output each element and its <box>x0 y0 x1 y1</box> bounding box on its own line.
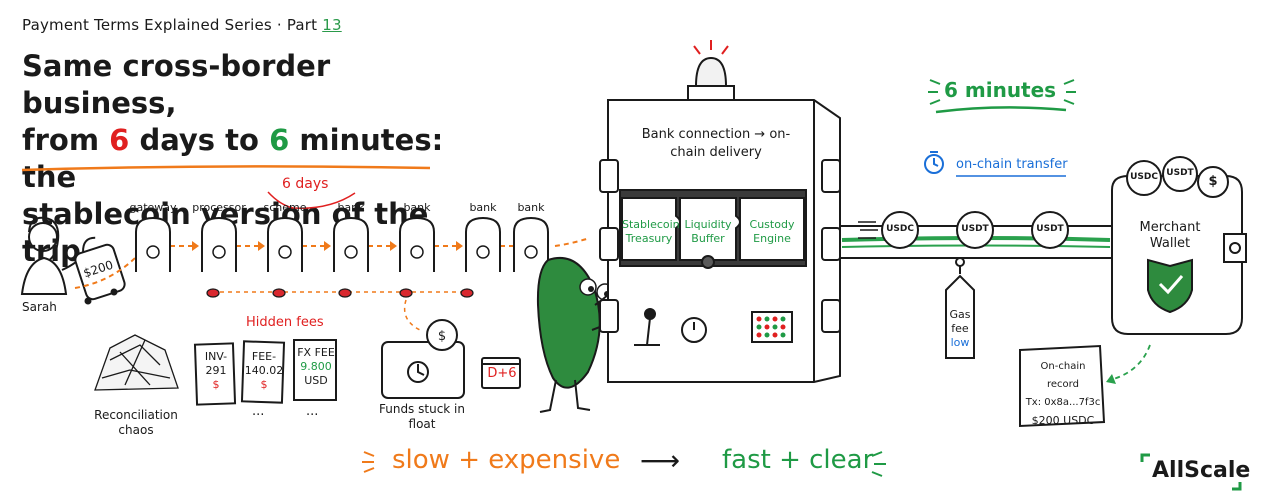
wallet-coin-1: USDC <box>1130 172 1158 182</box>
motion-lines <box>858 221 878 239</box>
invoice-1-line-3: $ <box>212 378 220 391</box>
headline-minutes-number: 6 <box>269 123 290 157</box>
station-label-6: bank <box>469 201 497 214</box>
footer-sparkles-right <box>871 451 886 477</box>
svg-text:$: $ <box>438 329 446 344</box>
puzzle-modules <box>621 197 805 269</box>
days-label: 6 days <box>282 176 329 192</box>
wallet-coin-2: USDT <box>1166 168 1194 178</box>
brand-logo-mark <box>1140 453 1242 491</box>
headline-days-number: 6 <box>109 123 130 157</box>
record-title: On-chain record <box>1040 361 1086 390</box>
shield-check-icon <box>1147 258 1193 314</box>
invoice-3-line-1: FX FEE <box>297 346 335 359</box>
module-custody-engine: Custody Engine <box>749 218 795 245</box>
gas-fee-tag-icon <box>945 257 975 359</box>
record-arrow <box>1109 344 1151 381</box>
record-amount: $200 USDC <box>1031 414 1095 427</box>
invoice-ellipsis-1: ... <box>252 404 265 419</box>
invoice-3: FX FEE 9.800 USD <box>294 346 338 388</box>
onchain-record: On-chain record Tx: 0x8a...7f3c $200 USD… <box>1024 358 1102 430</box>
coin-icons <box>881 211 1069 249</box>
gas-label-line-3: low <box>950 336 970 349</box>
onchain-record-paper <box>1019 344 1106 428</box>
invoice-1-line-2: 291 <box>205 364 227 377</box>
fee-alarm-icons <box>206 288 474 298</box>
alarm-light-icon <box>687 40 735 101</box>
invoice-2-line-3: $ <box>260 378 268 391</box>
gas-label-line-2: fee <box>951 322 969 335</box>
coin-label-1: USDC <box>886 224 914 234</box>
headline-underline <box>21 165 431 172</box>
days-bracket <box>267 191 356 209</box>
headline-minutes-the: minutes: the <box>22 123 444 194</box>
station-label-7: bank <box>517 201 545 214</box>
invoice-1-line-1: INV- <box>204 350 228 363</box>
station-sensors <box>146 245 538 259</box>
series-label: Payment Terms Explained Series · Part 13 <box>22 16 342 34</box>
module-liquidity-buffer: Liquidity Buffer <box>684 218 732 245</box>
hidden-fees-label: Hidden fees <box>246 315 324 330</box>
minutes-label: 6 minutes <box>944 78 1057 102</box>
invoice-3-line-2: 9.800 <box>300 360 332 373</box>
coin-label-2: USDT <box>961 224 989 234</box>
invoice-2: FEE- 140.02 $ <box>243 350 285 392</box>
invoice-2-line-1: FEE- <box>251 350 277 363</box>
merchant-wallet-icon <box>1111 156 1247 335</box>
transition-arrow: ⟶ <box>640 444 681 477</box>
station-label-4: bank <box>337 201 365 214</box>
calendar-icon <box>481 357 521 389</box>
float-wallet-icon: $ <box>381 319 465 399</box>
calendar-label: D+6 <box>487 366 517 381</box>
part-number: 13 <box>322 16 342 34</box>
minutes-underline <box>935 106 1067 114</box>
control-panel-lights <box>756 316 786 338</box>
fast-label: fast + clear <box>722 445 874 475</box>
invoice-1: INV- 291 $ <box>197 350 235 392</box>
transfer-label: on-chain transfer <box>956 157 1068 172</box>
wallet-title-line-2: Wallet <box>1149 236 1191 251</box>
headline-line-2: from 6 days to 6 minutes: the <box>22 122 482 196</box>
slow-label: slow + expensive <box>392 445 621 475</box>
gas-fee-label: Gas fee low <box>944 308 976 350</box>
sender-avatar <box>20 216 85 295</box>
headline-from: from <box>22 123 100 157</box>
wallet-title-line-1: Merchant <box>1139 220 1201 235</box>
sender-name: Sarah <box>22 300 57 314</box>
paper-pile-icon <box>94 334 179 391</box>
legacy-route-arrows <box>170 237 591 247</box>
station-gates <box>135 216 549 272</box>
module-stablecoin-treasury: Stablecoin Treasury <box>622 218 680 245</box>
stopwatch-icon <box>924 151 944 174</box>
machine-title: Bank connection → on-chain delivery <box>641 127 791 160</box>
sparkle-marks <box>928 79 1076 105</box>
footer-sparkles <box>362 451 375 473</box>
float-link-line <box>403 299 421 331</box>
invoice-papers <box>193 339 337 406</box>
station-label-5: bank <box>403 201 431 214</box>
gas-label-line-1: Gas <box>949 308 971 321</box>
record-tx: Tx: 0x8a...7f3c <box>1025 397 1101 408</box>
station-label-1: gateway <box>129 201 177 214</box>
float-label: Funds stuck in float <box>378 402 465 431</box>
headline: Same cross-border business, from 6 days … <box>22 48 482 270</box>
invoice-2-line-2: 140.02 <box>244 364 284 377</box>
coin-label-3: USDT <box>1036 224 1064 234</box>
invoice-3-line-3: USD <box>304 374 328 387</box>
record-arrowhead <box>1106 374 1116 384</box>
station-label-2: processor <box>192 201 246 214</box>
wallet-title: Merchant Wallet <box>1130 220 1210 252</box>
wallet-coin-3: $ <box>1208 174 1218 189</box>
brand-name: AllScale <box>1152 458 1251 483</box>
reconciliation-label: Reconciliation chaos <box>94 408 178 437</box>
invoice-ellipsis-2: ... <box>306 404 319 419</box>
headline-days-to: days to <box>139 123 259 157</box>
headline-line-1: Same cross-border business, <box>22 49 331 120</box>
series-prefix: Payment Terms Explained Series · Part <box>22 16 318 34</box>
station-label-3: scheme <box>263 201 307 214</box>
